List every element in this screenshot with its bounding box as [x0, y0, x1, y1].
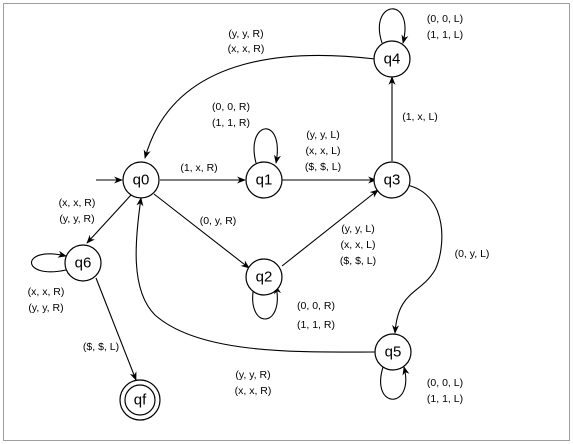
- label-q6-loop-line2: (y, y, R): [28, 302, 63, 314]
- state-q4-label: q4: [384, 51, 401, 68]
- label-q1-q3-line3: ($, $, L): [305, 161, 341, 173]
- loop-q5: [380, 366, 410, 400]
- label-q5-q0-line1: (y, y, R): [235, 369, 270, 381]
- label-q3-q5: (0, y, L): [455, 248, 490, 260]
- state-q4: q4: [373, 40, 411, 78]
- label-q5-loop-line2: (1, 1, L): [427, 393, 463, 405]
- state-q5: q5: [374, 333, 412, 371]
- label-q4-q0-line2: (x, x, R): [228, 43, 265, 55]
- state-q6: q6: [64, 244, 102, 282]
- diagram-frame: [3, 3, 570, 441]
- label-q0-q2: (0, y, R): [200, 215, 237, 227]
- state-q3-label: q3: [384, 172, 401, 189]
- state-q0: q0: [122, 161, 160, 199]
- state-q6-label: q6: [75, 255, 92, 272]
- label-q0-q6-line1: (x, x, R): [59, 197, 96, 209]
- label-q4-loop-line2: (1, 1, L): [427, 29, 463, 41]
- state-q2-label: q2: [256, 269, 273, 286]
- edge-q2-q3: [281, 189, 379, 267]
- label-q2-loop-line2: (1, 1, R): [297, 319, 335, 331]
- label-q0-q1: (1, x, R): [180, 162, 217, 174]
- label-q2-q3-line1: (y, y, L): [341, 223, 374, 235]
- loop-q4: [378, 8, 409, 44]
- label-q2-q3-line3: ($, $, L): [340, 255, 376, 267]
- label-q5-loop-line1: (0, 0, L): [427, 377, 463, 389]
- label-q6-qf: ($, $, L): [83, 341, 119, 353]
- label-q1-loop-line2: (1, 1, R): [212, 117, 250, 129]
- label-q6-loop-line1: (x, x, R): [28, 286, 65, 298]
- label-q5-q0-line2: (x, x, R): [235, 385, 272, 397]
- label-q0-q6-line2: (y, y, R): [59, 213, 94, 225]
- label-q1-q3-line1: (y, y, L): [306, 129, 339, 141]
- state-q5-label: q5: [385, 344, 402, 361]
- label-q2-loop-line1: (0, 0, R): [297, 300, 335, 312]
- label-q4-q0-line1: (y, y, R): [228, 28, 263, 40]
- label-q4-loop-line1: (0, 0, L): [427, 13, 463, 25]
- edge-q0-q2: [153, 193, 250, 269]
- state-qf-accepting: qf: [119, 379, 161, 421]
- state-qf-label: qf: [134, 392, 147, 409]
- label-q3-q4: (1, x, L): [402, 111, 438, 123]
- loop-q6: [30, 250, 67, 273]
- state-q0-label: q0: [133, 172, 150, 189]
- label-q1-loop-line1: (0, 0, R): [212, 101, 250, 113]
- loop-q1: [253, 128, 281, 164]
- edge-q6-qf: [95, 277, 137, 381]
- edge-q0-q6: [86, 194, 132, 244]
- loop-q2: [252, 285, 282, 320]
- state-q1-label: q1: [256, 172, 273, 189]
- edge-q4-q0: [143, 54, 376, 159]
- state-q3: q3: [373, 161, 411, 199]
- label-q2-q3-line2: (x, x, L): [340, 239, 375, 251]
- edge-q3-q5: [392, 184, 443, 334]
- label-q1-q3-line2: (x, x, L): [305, 145, 340, 157]
- state-q2: q2: [245, 258, 283, 296]
- state-q1: q1: [245, 161, 283, 199]
- edge-q5-q0: [135, 197, 376, 353]
